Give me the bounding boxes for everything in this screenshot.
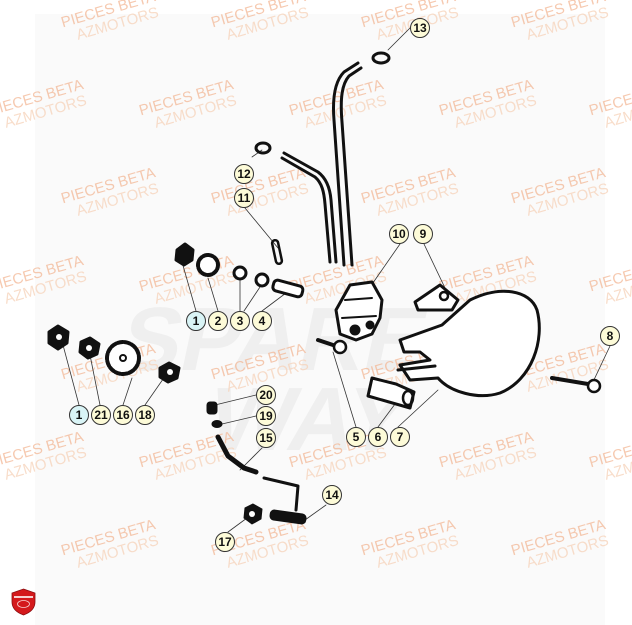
part-callout-10[interactable]: 10	[389, 224, 409, 244]
leader-lines	[62, 27, 611, 533]
o-ring-12	[254, 141, 272, 155]
part-callout-14[interactable]: 14	[322, 485, 342, 505]
part-callout-13[interactable]: 13	[410, 18, 430, 38]
part-callout-8[interactable]: 8	[600, 326, 620, 346]
oil-pump-body	[334, 280, 384, 342]
part-callout-9[interactable]: 9	[413, 224, 433, 244]
part-callout-17[interactable]: 17	[215, 532, 235, 552]
part-callout-11[interactable]: 11	[234, 188, 254, 208]
part-callout-2[interactable]: 2	[208, 311, 228, 331]
o-ring-13	[371, 51, 391, 65]
part-callout-15[interactable]: 15	[256, 428, 276, 448]
gear-group-top	[174, 242, 305, 299]
part-callout-16[interactable]: 16	[113, 405, 133, 425]
gear-group-left	[47, 324, 181, 384]
part-callout-3[interactable]: 3	[230, 311, 250, 331]
part-callout-7[interactable]: 7	[390, 427, 410, 447]
pump-cover-7	[398, 289, 541, 398]
azmotors-shield-logo-icon	[11, 588, 36, 616]
part-callout-1[interactable]: 1	[69, 405, 89, 425]
part-callout-5[interactable]: 5	[346, 427, 366, 447]
part-callout-1[interactable]: 1	[186, 311, 206, 331]
part-callout-12[interactable]: 12	[234, 164, 254, 184]
part-callout-6[interactable]: 6	[368, 427, 388, 447]
part-callout-18[interactable]: 18	[135, 405, 155, 425]
part-callout-20[interactable]: 20	[256, 385, 276, 405]
part-callout-19[interactable]: 19	[256, 406, 276, 426]
part-callout-4[interactable]: 4	[252, 311, 272, 331]
part-callout-21[interactable]: 21	[91, 405, 111, 425]
